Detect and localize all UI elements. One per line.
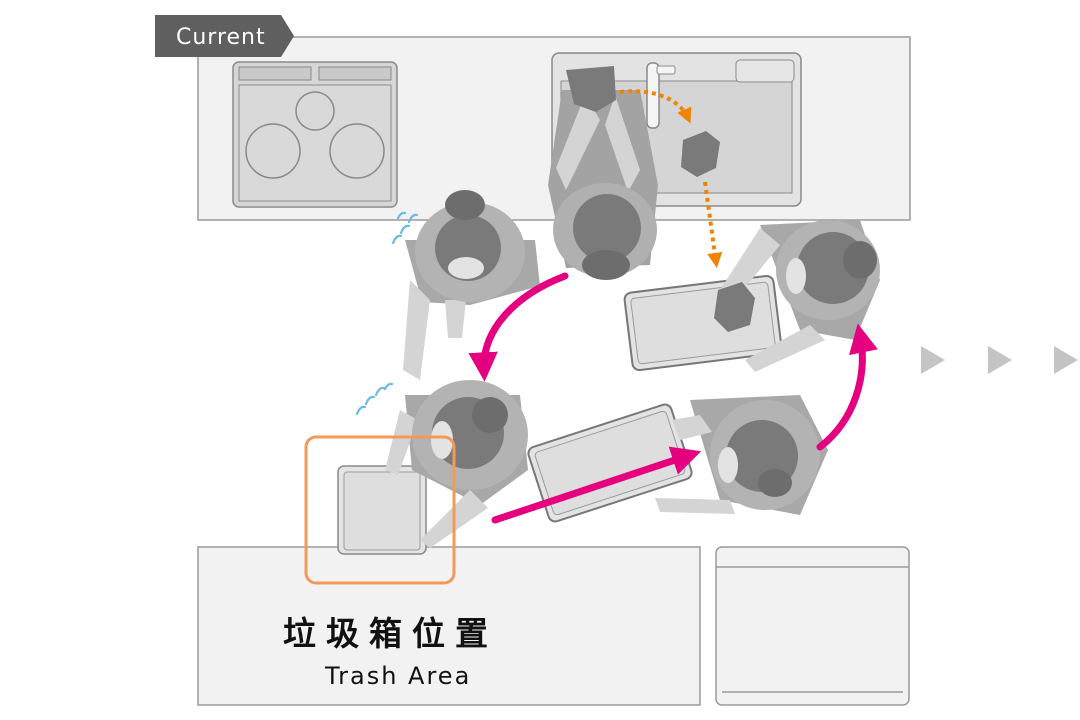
trash-area-label-en: Trash Area	[324, 662, 471, 690]
burner-top	[295, 91, 335, 131]
trash-area-label-zh: 垃圾箱位置	[283, 614, 498, 653]
food-item-board	[714, 282, 755, 332]
flow-arrow-up-right	[816, 323, 878, 451]
faucet	[646, 62, 660, 129]
food-item-sink	[681, 131, 720, 177]
sweat-marks-lower	[355, 382, 394, 416]
sweat-marks-upper	[391, 211, 419, 245]
trash-bin	[337, 465, 427, 555]
flow-arrow-trash-to-board	[491, 446, 702, 524]
person-right-upper	[720, 220, 880, 372]
person-at-trash	[385, 380, 528, 548]
person-at-sink	[548, 66, 658, 280]
current-tag-label: Current	[176, 25, 266, 50]
person-upper-left	[403, 190, 540, 380]
side-cabinet	[715, 546, 910, 706]
cooktop	[232, 61, 398, 208]
next-triangle-2	[988, 346, 1012, 374]
bottom-counter	[197, 546, 701, 706]
next-triangle-3	[1054, 346, 1078, 374]
orange-arrow-to-board	[703, 181, 723, 269]
current-tag: Current	[155, 15, 294, 57]
next-triangle-1	[921, 346, 945, 374]
person-right-lower	[655, 395, 828, 515]
orange-arrow-sink-curve	[619, 89, 692, 124]
next-step-arrows	[921, 346, 1078, 374]
flow-arrow-to-trash	[468, 272, 569, 382]
trash-highlight-box	[304, 435, 456, 585]
burner-right	[329, 123, 385, 179]
burner-left	[245, 123, 301, 179]
